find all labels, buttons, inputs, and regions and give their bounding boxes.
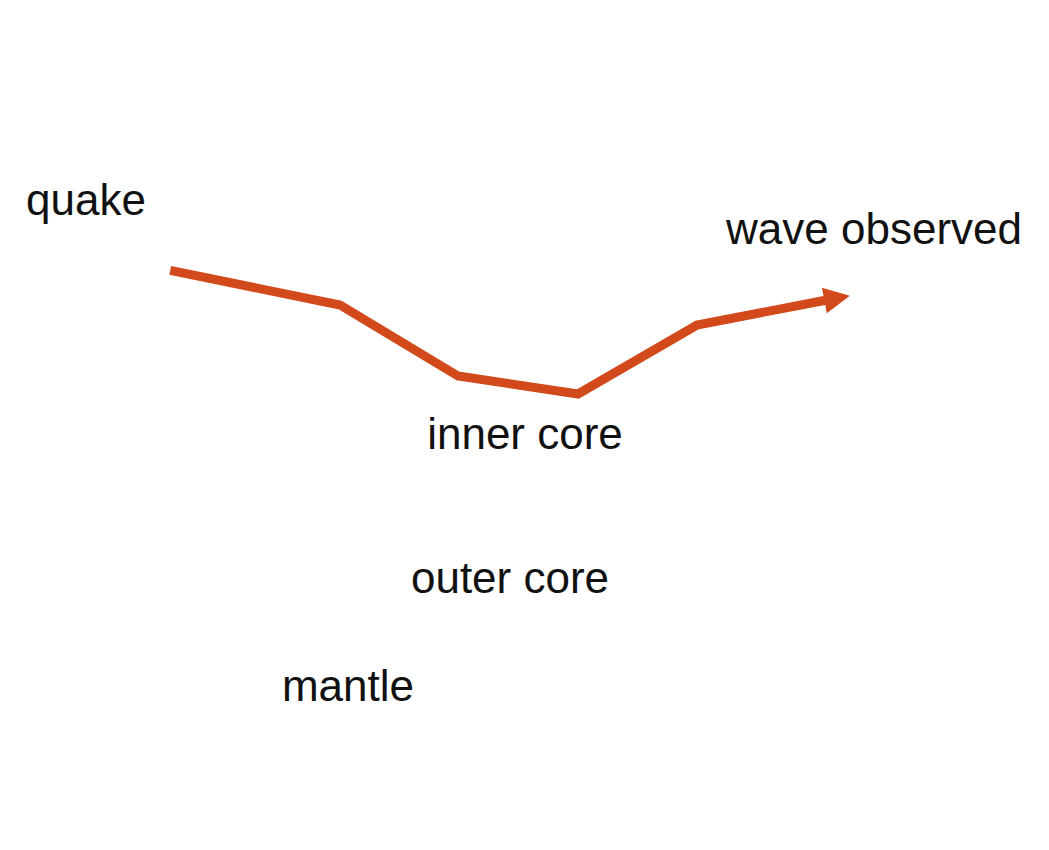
mantle-disc — [90, 8, 934, 850]
callout-ellipse: quake — [76, 226, 172, 296]
node-outline — [76, 226, 172, 296]
callout-ellipse: wave observed — [853, 250, 947, 322]
highlight-ellipse — [855, 252, 945, 320]
label-holder: mantle — [282, 664, 414, 708]
layer-label: mantle — [282, 661, 414, 710]
node-outline — [853, 250, 947, 322]
layer-label: quake — [26, 175, 146, 224]
wave-path-arrow — [170, 270, 827, 394]
layer-label: outer core — [411, 553, 609, 602]
label-holder: inner core — [427, 412, 623, 456]
earth-layer: mantle outer core inner core — [90, 8, 934, 850]
quake-starburst — [88, 242, 136, 289]
label-holder: quake — [26, 178, 146, 222]
layer-label: wave observed — [726, 204, 1022, 253]
label-holder: outer core — [411, 556, 609, 600]
highlight-ellipse — [78, 228, 170, 294]
earth-layer: inner core — [454, 353, 590, 489]
earth-layer: outer core inner core — [298, 219, 724, 645]
layer-label: inner core — [427, 409, 623, 458]
label-holder: wave observed — [726, 207, 1022, 251]
outer-core-disc — [301, 222, 721, 642]
